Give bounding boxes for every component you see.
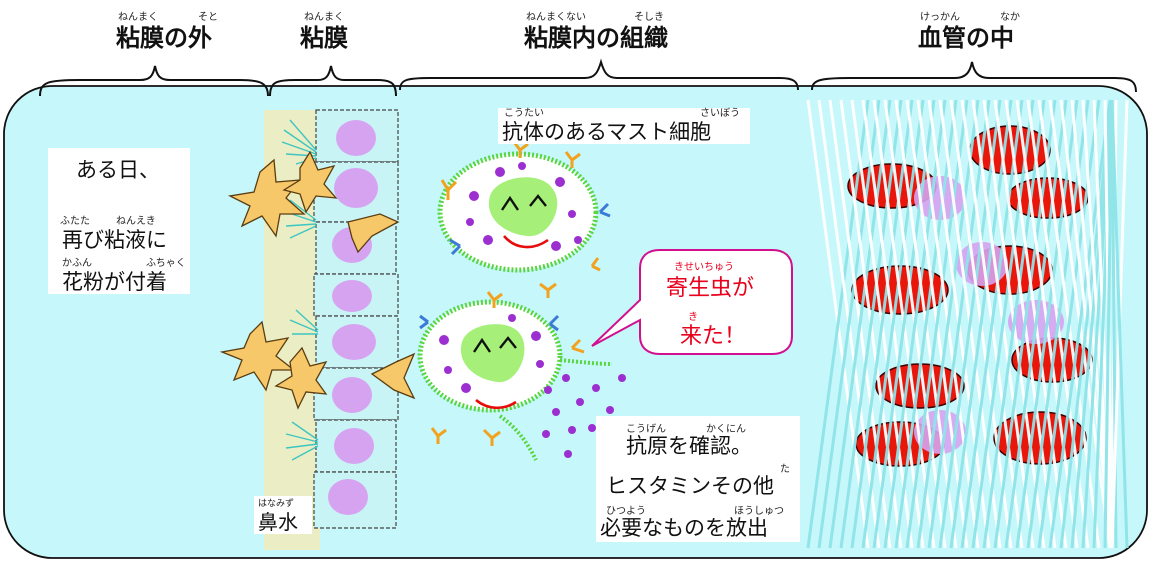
header-submucosa-ruby-2: そしき bbox=[634, 12, 664, 23]
pollen-grains bbox=[219, 150, 416, 410]
release-note-line2-ruby: た bbox=[780, 464, 790, 475]
header-vessel-ruby-1: けっかん bbox=[920, 12, 960, 23]
vessel-strand bbox=[916, 99, 980, 549]
header-outside-ruby-2: そと bbox=[198, 12, 218, 23]
left-note-line2: 再び粘液に bbox=[62, 228, 167, 252]
release-note-line3: 必要なものを放出 bbox=[600, 516, 768, 540]
vessel-strand bbox=[894, 99, 958, 549]
left-note-line2-ruby-2: ねんえき bbox=[116, 216, 156, 227]
vessel-strand bbox=[850, 99, 914, 549]
vessel-strand bbox=[872, 99, 936, 549]
mast-cell-lower bbox=[417, 299, 563, 413]
speech-bubble-line2-ruby: き bbox=[688, 312, 698, 323]
left-note-line3-ruby-1: かふん bbox=[62, 258, 92, 269]
nasal-label: 鼻水 bbox=[258, 510, 298, 534]
release-note-line1: 抗原を確認。 bbox=[626, 434, 752, 458]
release-note-line3-ruby-2: ほうしゅつ bbox=[734, 506, 784, 517]
nucleus bbox=[328, 479, 368, 515]
pollen-grain bbox=[227, 158, 306, 238]
cilia bbox=[281, 119, 319, 461]
nasal-label-ruby: はなみず bbox=[258, 499, 295, 509]
mast-cell-label-box bbox=[498, 108, 750, 144]
header-mucosa-ruby: ねんまく bbox=[304, 12, 344, 23]
pollen-grain bbox=[347, 213, 400, 254]
header-submucosa: 粘膜内の組織 bbox=[524, 24, 668, 52]
pollen-grain bbox=[282, 150, 338, 214]
vessel-strand bbox=[949, 99, 1013, 549]
header-blood-vessel: 血管の中 bbox=[918, 24, 1014, 52]
header-submucosa-ruby-1: ねんまくない bbox=[526, 12, 586, 23]
nucleus bbox=[332, 280, 372, 312]
vessel-strand bbox=[1092, 99, 1114, 549]
left-note-line3: 花粉が付着 bbox=[62, 270, 167, 294]
vessel-strand bbox=[861, 99, 925, 549]
header-vessel-ruby-2: なか bbox=[1000, 12, 1020, 23]
left-note-line3-ruby-2: ふちゃく bbox=[146, 258, 186, 269]
vessel-strand bbox=[971, 99, 1035, 549]
vessel-strand bbox=[806, 99, 870, 549]
vessel-strand bbox=[883, 99, 947, 549]
header-mucosa: 粘膜 bbox=[300, 24, 348, 52]
vessel-strand bbox=[993, 99, 1057, 549]
nucleus bbox=[332, 324, 376, 360]
speech-bubble-shape bbox=[591, 249, 793, 355]
mast-cell-label: 抗体のあるマスト細胞 bbox=[502, 120, 712, 144]
nucleus bbox=[336, 120, 376, 156]
vessel-strand bbox=[1059, 99, 1114, 549]
vessel-strand bbox=[938, 99, 1002, 549]
released-strands bbox=[498, 358, 613, 461]
nucleus bbox=[334, 428, 374, 464]
release-note-line1-ruby-2: かくにん bbox=[706, 424, 746, 435]
vessel-strand bbox=[960, 99, 1024, 549]
vessel-strand bbox=[1015, 99, 1079, 549]
vessel-strand bbox=[927, 99, 991, 549]
mast-cell-label-ruby-1: こうたい bbox=[504, 108, 544, 119]
histamine-granules bbox=[439, 162, 626, 458]
release-note-line2: ヒスタミンその他 bbox=[606, 474, 774, 498]
release-note-line3-ruby-1: ひつよう bbox=[606, 506, 646, 517]
vessel-strand bbox=[982, 99, 1046, 549]
speech-bubble-line1-ruby: きせいちゅう bbox=[674, 262, 734, 273]
left-note-box bbox=[48, 148, 190, 294]
vessel-strand bbox=[1110, 99, 1129, 549]
release-note-box bbox=[596, 416, 800, 542]
nucleus bbox=[334, 168, 378, 208]
header-outside-ruby-1: ねんまく bbox=[118, 12, 158, 23]
pollen-grain bbox=[370, 352, 416, 400]
nasal-label-box bbox=[254, 496, 312, 534]
vessel-strand bbox=[839, 99, 903, 549]
pollen-grain bbox=[274, 346, 328, 410]
vessel-strand bbox=[1103, 99, 1114, 549]
mast-cell-nucleus bbox=[488, 177, 558, 237]
header-outside-mucosa: 粘膜の外 bbox=[116, 24, 212, 52]
vessel-strand bbox=[817, 99, 881, 549]
antibodies bbox=[419, 141, 611, 446]
release-note-line1-ruby-1: こうげん bbox=[626, 424, 666, 435]
vessel-strand bbox=[1048, 99, 1112, 549]
left-note-line1: ある日、 bbox=[76, 158, 160, 182]
pollen-grain bbox=[219, 320, 296, 392]
speech-bubble-line2: 来た！ bbox=[680, 324, 747, 349]
vessel-mesh bbox=[806, 99, 1129, 549]
nucleus bbox=[332, 377, 372, 413]
section-braces bbox=[39, 58, 1137, 97]
left-note-line2-ruby-1: ふたた bbox=[60, 216, 90, 227]
mast-cell-label-ruby-2: さいぼう bbox=[700, 108, 740, 119]
speech-bubble-line1: 寄生虫が bbox=[666, 276, 755, 301]
vessel-strand bbox=[905, 99, 969, 549]
vessel-strand bbox=[1004, 99, 1068, 549]
vessel-strand bbox=[828, 99, 892, 549]
